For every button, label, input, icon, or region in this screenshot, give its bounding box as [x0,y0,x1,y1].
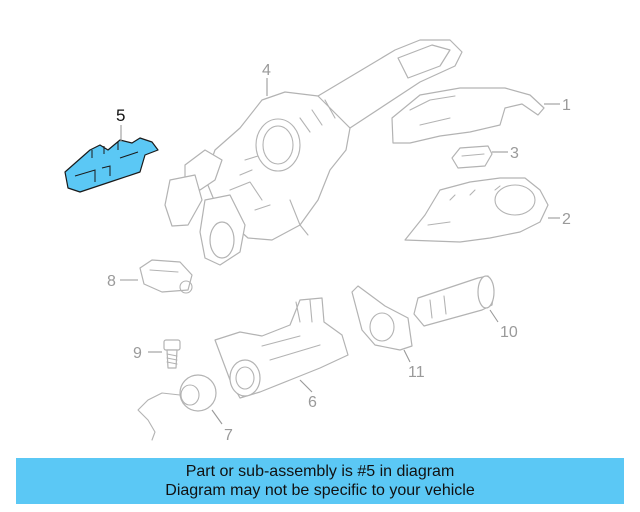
parts-diagram: 4 5 1 3 2 8 11 [64,39,571,444]
part-8-sensor-module [139,259,193,294]
callout-9: 9 [133,345,142,362]
callout-3: 3 [510,145,519,162]
part-2-lower-cover [404,177,549,243]
part-9-bolt [163,339,181,369]
callout-11: 11 [408,364,425,381]
part-1-upper-cover [391,87,545,144]
callout-10: 10 [500,324,518,341]
banner-line-2: Diagram may not be specific to your vehi… [165,482,475,499]
part-7-key-reader [137,374,217,441]
callout-7: 7 [224,427,233,444]
callout-8: 8 [107,273,116,290]
callout-1: 1 [562,97,571,114]
callout-4: 4 [262,62,271,79]
part-6-lock-housing [214,297,349,399]
part-11-bracket [351,285,413,351]
info-banner: Part or sub-assembly is #5 in diagram Di… [16,458,624,504]
banner-line-1: Part or sub-assembly is #5 in diagram [185,463,455,480]
part-4-combination-switch [164,39,463,266]
callout-5: 5 [116,106,125,125]
callout-6: 6 [308,394,317,411]
callout-2: 2 [562,211,571,228]
part-10-lock-cylinder [413,275,495,327]
part-3-clip [451,145,493,169]
part-5-control-module-highlighted[interactable] [64,137,159,193]
